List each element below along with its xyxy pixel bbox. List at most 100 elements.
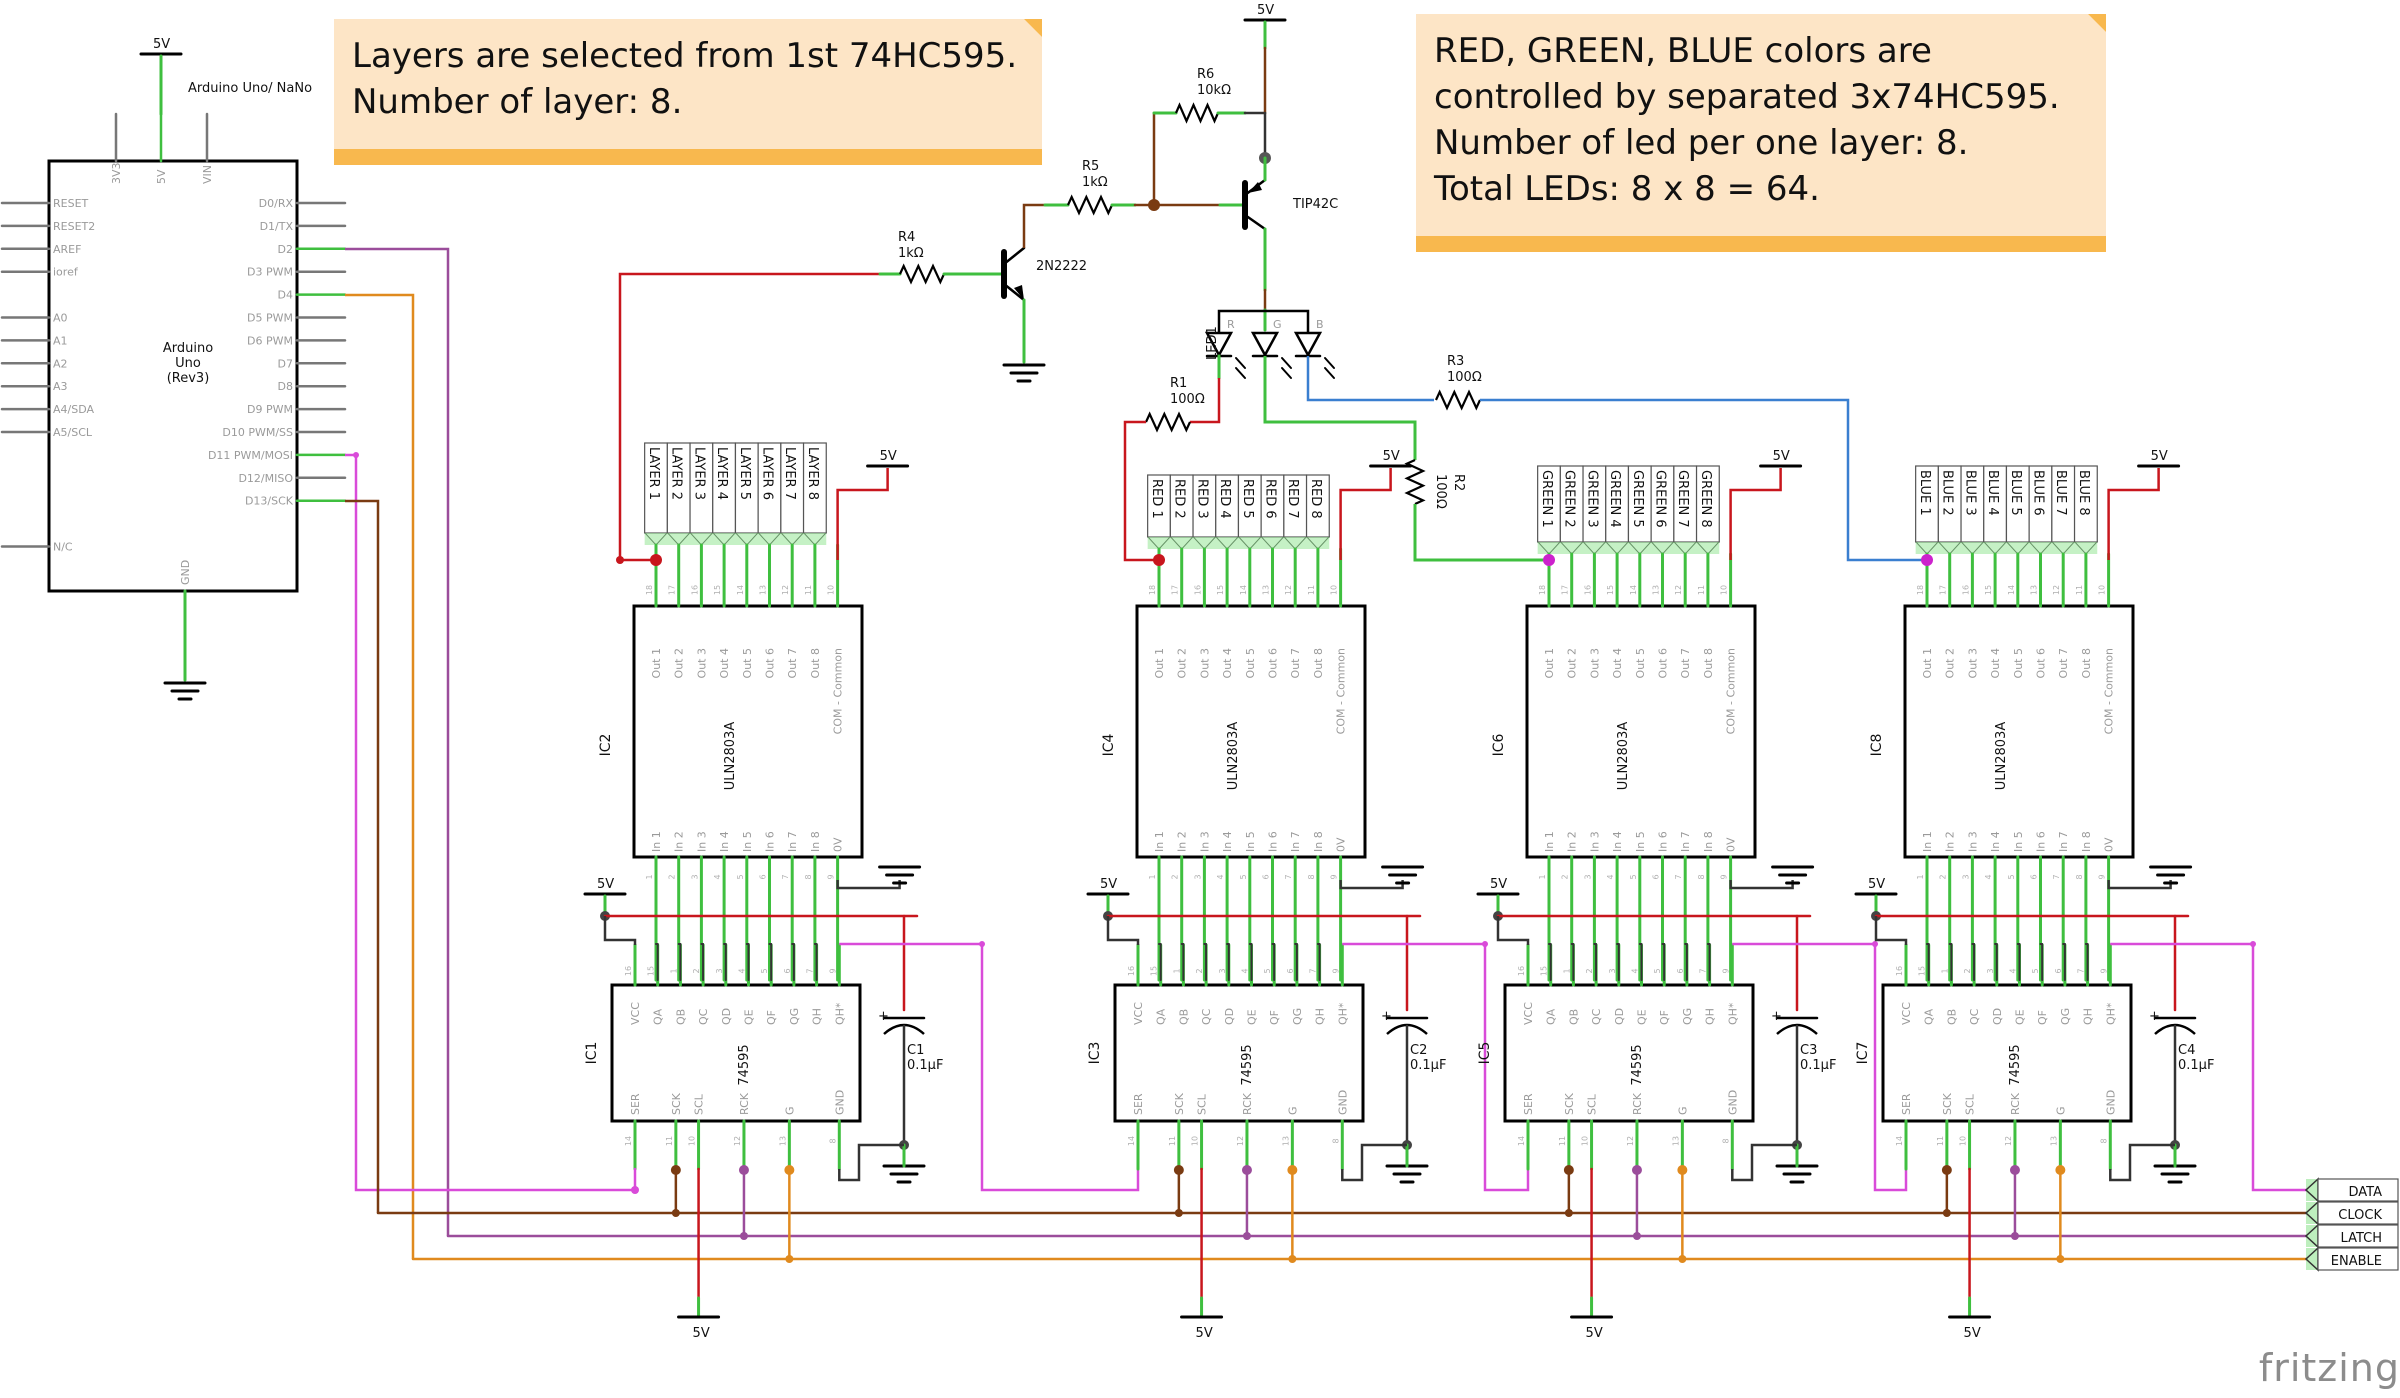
sr-pin-num: 3 bbox=[1218, 968, 1227, 973]
sr-top-label: QH* bbox=[1336, 1002, 1349, 1025]
uln-pin-num: 10 bbox=[2098, 585, 2107, 595]
sr-pin-num: 2 bbox=[1195, 968, 1204, 973]
wire-blue bbox=[1306, 356, 1434, 402]
sr-pin-num: 4 bbox=[738, 968, 747, 973]
sr-pin-num: 13 bbox=[778, 1136, 787, 1146]
uln-out-label: COM - Common bbox=[1725, 648, 1738, 734]
sr-pin-num: 14 bbox=[624, 1136, 633, 1146]
uln-out-label: Out 8 bbox=[1312, 648, 1325, 678]
resistor-r5-value: 1kΩ bbox=[1082, 175, 1108, 190]
sr-pin-num: 1 bbox=[669, 968, 678, 973]
uln-in-label: In 3 bbox=[695, 831, 708, 852]
arduino-5v-label: 5V bbox=[153, 37, 170, 52]
header-point bbox=[666, 532, 691, 546]
bus-connector-clock[interactable] bbox=[2317, 1201, 2399, 1225]
arduino-pin-label: ioref bbox=[53, 266, 79, 279]
sr-pin-num: 6 bbox=[1676, 968, 1685, 973]
uln-pin-num: 6 bbox=[2030, 874, 2039, 879]
sr-pin-num: 12 bbox=[1236, 1136, 1245, 1146]
sr-bottom-label: G bbox=[2054, 1106, 2067, 1115]
header-highlight bbox=[1147, 537, 1330, 549]
uln-pin-num: 5 bbox=[736, 874, 745, 879]
wire-data bbox=[345, 453, 632, 1192]
sr-top-label: QH bbox=[1314, 1008, 1327, 1025]
capacitor-value: 0.1µF bbox=[1410, 1058, 1446, 1073]
uln2803-chip-ic4 bbox=[1135, 604, 1367, 859]
uln-out-label: Out 1 bbox=[1543, 648, 1556, 678]
header-point bbox=[1146, 536, 1172, 550]
header-label: RED 7 bbox=[1285, 479, 1300, 519]
uln-in-label: In 8 bbox=[2080, 831, 2093, 852]
arduino-pin-label: D2 bbox=[278, 243, 293, 256]
uln-pin-num: 18 bbox=[1148, 585, 1157, 595]
arduino-pin-label: A0 bbox=[53, 312, 68, 325]
uln-pin-num: 11 bbox=[2075, 585, 2084, 595]
wire-data-out bbox=[2251, 944, 2306, 1192]
resistor-icon bbox=[1174, 102, 1220, 124]
led-light-arrow-icon bbox=[1281, 367, 1292, 379]
arduino-pin-label: D11 PWM/MOSI bbox=[208, 449, 293, 462]
uln-pin-num: 5 bbox=[1629, 874, 1638, 879]
wire-0v-gnd bbox=[836, 880, 901, 890]
uln-pin-num: 4 bbox=[713, 874, 722, 879]
header-label: BLUE 2 bbox=[1940, 470, 1955, 516]
supply-5v-label: 5V bbox=[1196, 1326, 1213, 1341]
supply-5v-label: 5V bbox=[880, 449, 897, 464]
arduino-name: Uno bbox=[175, 356, 201, 371]
sr-pin-num: 6 bbox=[1286, 968, 1295, 973]
uln-pin-num: 1 bbox=[1538, 874, 1547, 879]
header-highlight bbox=[1537, 542, 1720, 554]
bus-connector-data[interactable] bbox=[2317, 1178, 2399, 1202]
note-colors[interactable]: RED, GREEN, BLUE colors are controlled b… bbox=[1416, 14, 2106, 252]
uln-out-label: Out 3 bbox=[695, 648, 708, 678]
led-name-label: LED1 bbox=[1205, 326, 1220, 360]
uln-out-label: COM - Common bbox=[1335, 648, 1348, 734]
sr-part-label: 74595 bbox=[1240, 1044, 1255, 1085]
transistor-tip42c-label: TIP42C bbox=[1292, 197, 1338, 212]
capacitor-value: 0.1µF bbox=[2178, 1058, 2214, 1073]
header-label: RED 2 bbox=[1172, 479, 1187, 519]
uln-part-label: ULN2803A bbox=[723, 722, 738, 791]
bus-connector-latch[interactable] bbox=[2317, 1224, 2399, 1248]
header-label: BLUE 5 bbox=[2008, 470, 2023, 516]
bus-label-clock: CLOCK bbox=[2338, 1208, 2382, 1223]
uln-out-label: Out 1 bbox=[1921, 648, 1934, 678]
sr-top-label: QC bbox=[1590, 1008, 1603, 1025]
uln-pin-num: 8 bbox=[1697, 874, 1706, 879]
sr-ref-label: IC7 bbox=[1855, 1042, 1871, 1065]
uln-pin-num: 1 bbox=[645, 874, 654, 879]
resistor-icon bbox=[1404, 459, 1426, 505]
header-label: LAYER 8 bbox=[805, 447, 820, 500]
uln-in-label: In 7 bbox=[786, 831, 799, 852]
uln-out-label: Out 6 bbox=[1267, 648, 1280, 678]
uln2803-chip-ic8 bbox=[1903, 604, 2135, 859]
uln-in-label: In 3 bbox=[1588, 831, 1601, 852]
wire-clock bbox=[345, 499, 380, 1213]
sr-bottom-label: SCK bbox=[1563, 1092, 1576, 1115]
junction-dot bbox=[2055, 1165, 2066, 1175]
header-label: GREEN 4 bbox=[1607, 470, 1622, 528]
supply-5v-label: 5V bbox=[1383, 449, 1400, 464]
uln-pin-num: 9 bbox=[1720, 874, 1729, 879]
uln-out-label: Out 7 bbox=[1289, 648, 1302, 678]
supply-5v-label: 5V bbox=[1773, 449, 1790, 464]
sr-pin-num: 13 bbox=[1671, 1136, 1680, 1146]
wire-green bbox=[1263, 356, 1417, 460]
header-point bbox=[689, 532, 714, 546]
uln-part-label: ULN2803A bbox=[1994, 722, 2009, 791]
sr-top-label: QG bbox=[788, 1008, 801, 1025]
uln-pin-num: 16 bbox=[690, 585, 699, 595]
sr-pin-num: 4 bbox=[1241, 968, 1250, 973]
uln-out-label: Out 7 bbox=[1679, 648, 1692, 678]
uln-out-label: Out 7 bbox=[786, 648, 799, 678]
sr-top-label: QH bbox=[811, 1008, 824, 1025]
uln-in-label: In 1 bbox=[1153, 831, 1166, 852]
sr-pin-num: 5 bbox=[1653, 968, 1662, 973]
uln-in-label: In 8 bbox=[809, 831, 822, 852]
bus-connector-enable[interactable] bbox=[2317, 1247, 2399, 1271]
supply-5v-label: 5V bbox=[1586, 1326, 1603, 1341]
sr-pin-num: 5 bbox=[1263, 968, 1272, 973]
sr-top-label: VCC bbox=[629, 1002, 642, 1025]
header-highlight bbox=[644, 533, 827, 545]
note-layers[interactable]: Layers are selected from 1st 74HC595. Nu… bbox=[334, 19, 1042, 165]
